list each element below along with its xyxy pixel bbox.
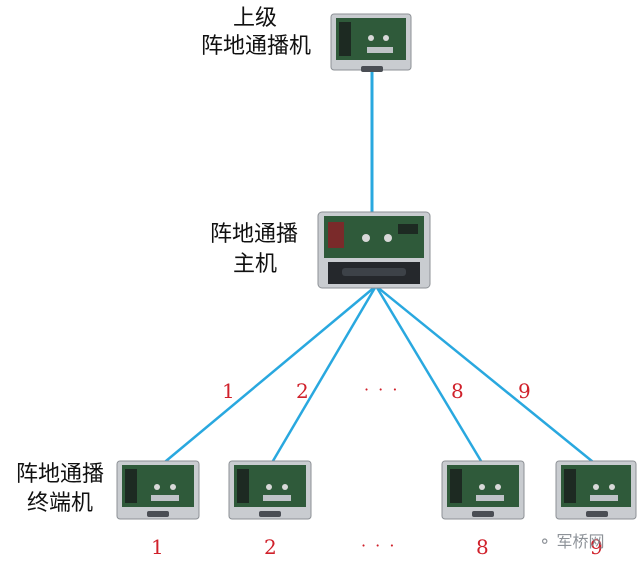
upper-label-line2: 阵地通播机 [200,34,311,59]
watermark-text: 军桥网 [556,532,605,551]
terminal-number-1: 1 [151,535,164,559]
terminal-number-2: 2 [264,535,277,559]
upper-broadcast-device [330,13,412,72]
terminal-label-line1: 阵地通播 [15,462,104,487]
watermark: ⚬ 军桥网 [538,528,605,552]
link-number-9: 9 [518,379,531,403]
host-broadcast-device [317,211,431,289]
link-host-to-terminal-1 [159,285,377,467]
upper-label-line1: 上级 [232,6,277,31]
link-number-2: 2 [296,379,309,403]
host-label-line2: 主机 [232,252,277,277]
terminal-label-line2: 终端机 [26,491,93,516]
terminal-device-2 [228,460,312,520]
link-number-ellipsis: · · · [364,380,400,399]
terminal-device-1 [116,460,200,520]
terminal-number-ellipsis: · · · [361,536,397,555]
link-host-to-terminal-9 [375,285,599,467]
terminal-device-8 [441,460,525,520]
terminal-number-9: 9 [590,535,603,559]
wechat-icon: ⚬ [538,532,552,551]
link-number-1: 1 [222,379,235,403]
terminal-number-8: 8 [476,535,489,559]
terminal-device-9 [555,460,637,520]
host-label-line1: 阵地通播 [209,222,298,247]
link-number-8: 8 [451,379,464,403]
link-host-to-terminal-2 [268,285,378,467]
link-host-to-terminal-8 [374,285,486,467]
